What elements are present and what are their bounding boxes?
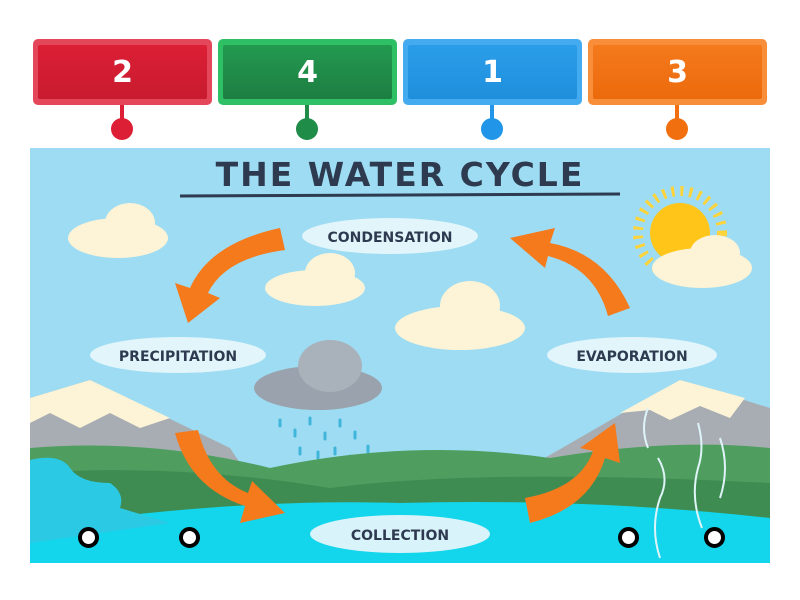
drag-pin-blue[interactable] xyxy=(481,118,503,140)
diagram-title: THE WATER CYCLE xyxy=(216,155,585,194)
answer-tile-1[interactable]: 1 xyxy=(403,39,582,105)
label-evaporation: EVAPORATION xyxy=(547,337,717,373)
cloud-icon xyxy=(68,203,752,350)
svg-text:PRECIPITATION: PRECIPITATION xyxy=(119,349,237,365)
pin-stem xyxy=(305,105,309,119)
svg-text:EVAPORATION: EVAPORATION xyxy=(576,349,687,365)
title-underline xyxy=(179,192,621,198)
water-cycle-diagram: THE WATER CYCLE CONDENSATION PRECIPITATI… xyxy=(30,148,770,563)
pin-stem xyxy=(490,105,494,119)
drop-target-4[interactable] xyxy=(704,527,725,548)
drag-pin-red[interactable] xyxy=(111,118,133,140)
label-precipitation: PRECIPITATION xyxy=(90,337,266,373)
answer-tile-3[interactable]: 3 xyxy=(588,39,767,105)
drop-target-2[interactable] xyxy=(179,527,200,548)
answer-tile-4[interactable]: 4 xyxy=(218,39,397,105)
drag-pin-orange[interactable] xyxy=(666,118,688,140)
pin-stem xyxy=(675,105,679,119)
arrow-icon xyxy=(175,228,630,523)
label-condensation: CONDENSATION xyxy=(302,218,478,254)
drop-target-1[interactable] xyxy=(78,527,99,548)
rain-cloud-icon xyxy=(254,340,382,484)
answer-tile-2[interactable]: 2 xyxy=(33,39,212,105)
label-collection: COLLECTION xyxy=(310,515,490,553)
svg-text:COLLECTION: COLLECTION xyxy=(351,528,449,544)
tile-label: 4 xyxy=(297,54,318,90)
pin-stem xyxy=(120,105,124,119)
tile-label: 3 xyxy=(667,54,688,90)
tile-label: 2 xyxy=(112,54,133,90)
drag-pin-green[interactable] xyxy=(296,118,318,140)
svg-text:CONDENSATION: CONDENSATION xyxy=(327,230,452,246)
river xyxy=(30,457,170,543)
steam-icon xyxy=(643,407,726,559)
drop-target-3[interactable] xyxy=(618,527,639,548)
tile-label: 1 xyxy=(482,54,503,90)
